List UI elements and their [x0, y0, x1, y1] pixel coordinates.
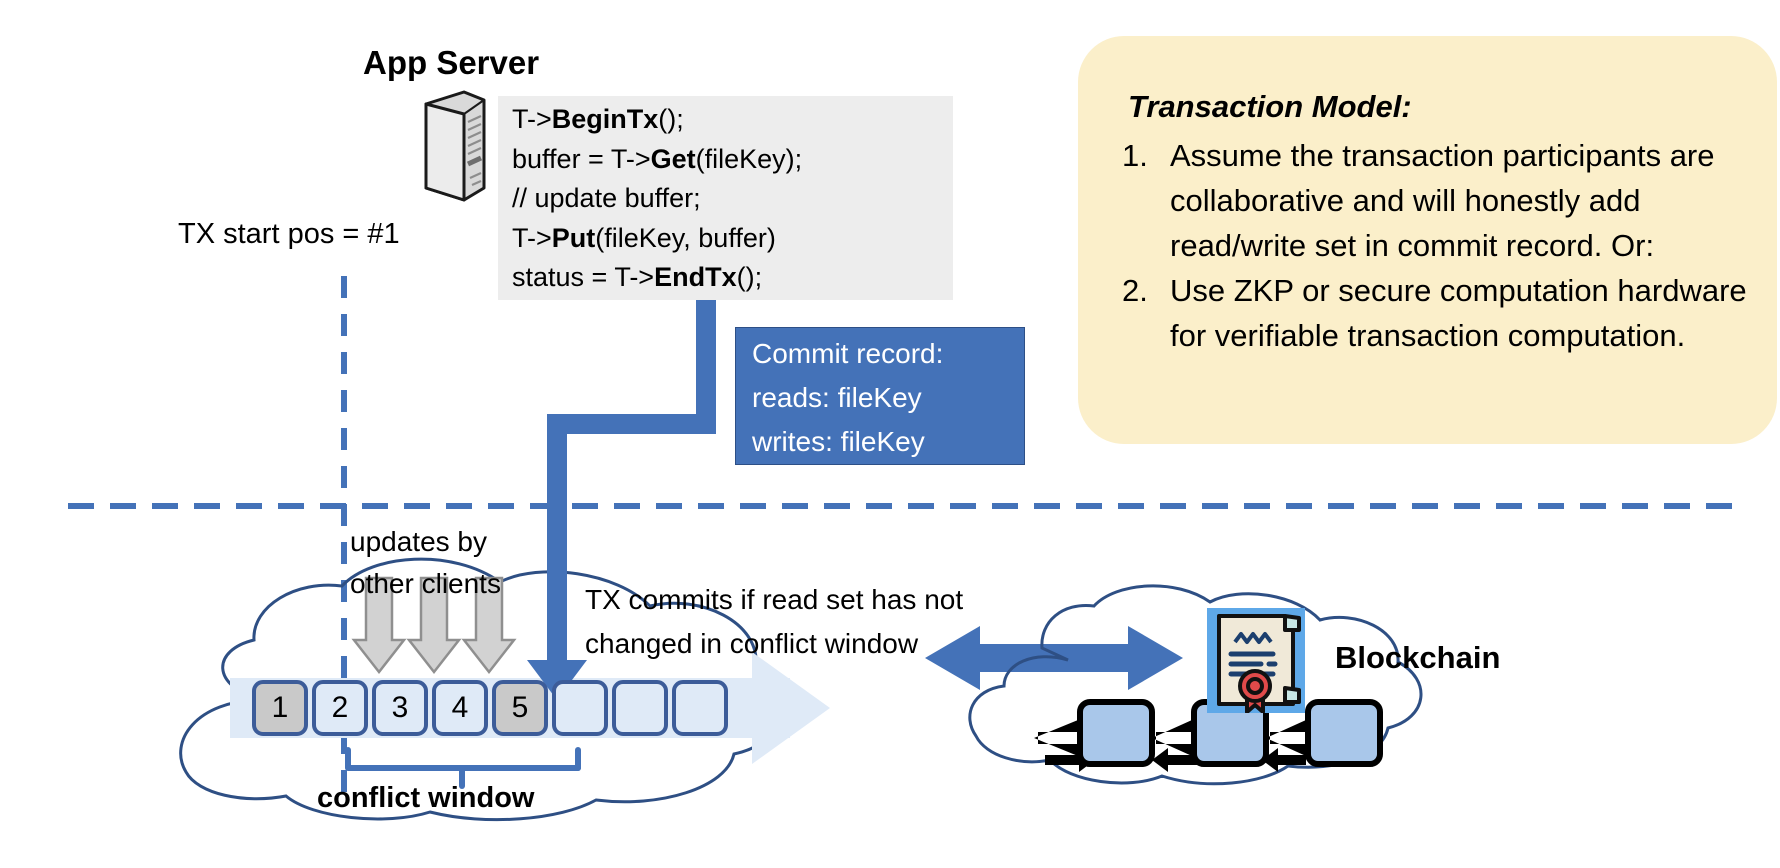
ledger-cell[interactable]: 2 [312, 680, 368, 736]
code-post: (fileKey, buffer) [595, 222, 776, 253]
code-pre: // update buffer; [512, 183, 701, 213]
code-line: buffer = T->Get(fileKey); [512, 140, 952, 180]
chain-block [1077, 699, 1155, 767]
list-item: 2. Use ZKP or secure computation hardwar… [1122, 268, 1762, 358]
list-item-text: Use ZKP or secure computation hardware f… [1170, 273, 1747, 353]
ledger-cell[interactable] [612, 680, 668, 736]
code-keyword: Get [650, 143, 696, 174]
updates-by-other-clients-label: updates by other clients [350, 521, 501, 605]
list-item-number: 2. [1122, 273, 1148, 308]
code-keyword: BeginTx [551, 104, 659, 134]
transaction-model-title: Transaction Model: [1128, 89, 1412, 124]
transaction-model-callout [1078, 36, 1777, 444]
code-line: // update buffer; [512, 179, 952, 219]
ledger-cell[interactable]: 5 [492, 680, 548, 736]
commit-record-line: Commit record: [752, 338, 944, 369]
updates-label-line-2: other clients [350, 568, 501, 599]
certificate-icon [1207, 608, 1305, 713]
ledger-cell-row: 1 2 3 4 5 [252, 680, 728, 736]
ledger-cell[interactable]: 4 [432, 680, 488, 736]
transaction-model-list: 1. Assume the transaction participants a… [1122, 133, 1762, 358]
ledger-cell[interactable]: 3 [372, 680, 428, 736]
code-pre: status = T-> [512, 262, 655, 292]
list-item: 1. Assume the transaction participants a… [1122, 133, 1762, 268]
code-pre: T-> [512, 104, 552, 134]
code-line: T->BeginTx(); [512, 100, 952, 140]
code-post: (); [658, 104, 684, 134]
ledger-band-chevron [752, 652, 830, 764]
conflict-window-bracket [345, 747, 581, 789]
down-arrow-icon [461, 576, 517, 675]
commit-record-line: reads: fileKey [752, 382, 922, 413]
chain-link-arrow-icon [1152, 748, 1202, 772]
tx-start-pos-label: TX start pos = #1 [178, 218, 400, 250]
code-post: (); [736, 262, 763, 292]
list-item-number: 1. [1122, 138, 1148, 173]
chain-block [1305, 699, 1383, 767]
code-snippet: T->BeginTx();buffer = T->Get(fileKey);//… [512, 100, 952, 298]
update-arrows-group [351, 576, 517, 675]
tx-commit-condition-note: TX commits if read set has not changed i… [585, 578, 963, 666]
code-keyword: Put [551, 222, 596, 253]
server-tower-icon [424, 90, 486, 202]
blockchain-label: Blockchain [1335, 640, 1501, 675]
page-title: App Server [363, 44, 540, 81]
ledger-cell[interactable] [672, 680, 728, 736]
conflict-window-label: conflict window [317, 782, 535, 814]
ledger-cell[interactable]: 1 [252, 680, 308, 736]
commit-arrow-icon [527, 300, 716, 700]
down-arrow-icon [406, 576, 462, 675]
code-line: T->Put(fileKey, buffer) [512, 219, 952, 259]
code-keyword: EndTx [654, 262, 737, 292]
commit-record-line: writes: fileKey [752, 426, 925, 457]
code-panel-background [498, 96, 953, 300]
down-arrow-icon [351, 576, 407, 675]
code-pre: buffer = T-> [512, 143, 651, 174]
code-post: (fileKey); [695, 143, 803, 174]
blockchain-blocks [1034, 699, 1383, 767]
chain-link-arrow-icon [1152, 720, 1192, 756]
ledger-cell[interactable] [552, 680, 608, 736]
chain-link-arrow-icon [1266, 720, 1306, 756]
chain-link-arrow-icon [1262, 748, 1306, 772]
chain-link-arrow-icon [1034, 720, 1078, 756]
commit-record-box [735, 327, 1025, 465]
tx-commit-note-line-1: TX commits if read set has not [585, 584, 964, 615]
updates-label-line-1: updates by [350, 526, 487, 557]
code-line: status = T->EndTx(); [512, 258, 952, 298]
commit-record-text: Commit record: reads: fileKey writes: fi… [752, 332, 1032, 464]
list-item-text: Assume the transaction participants are … [1170, 138, 1715, 263]
tx-commit-note-line-2: changed in conflict window [585, 628, 919, 659]
code-pre: T-> [512, 222, 552, 253]
